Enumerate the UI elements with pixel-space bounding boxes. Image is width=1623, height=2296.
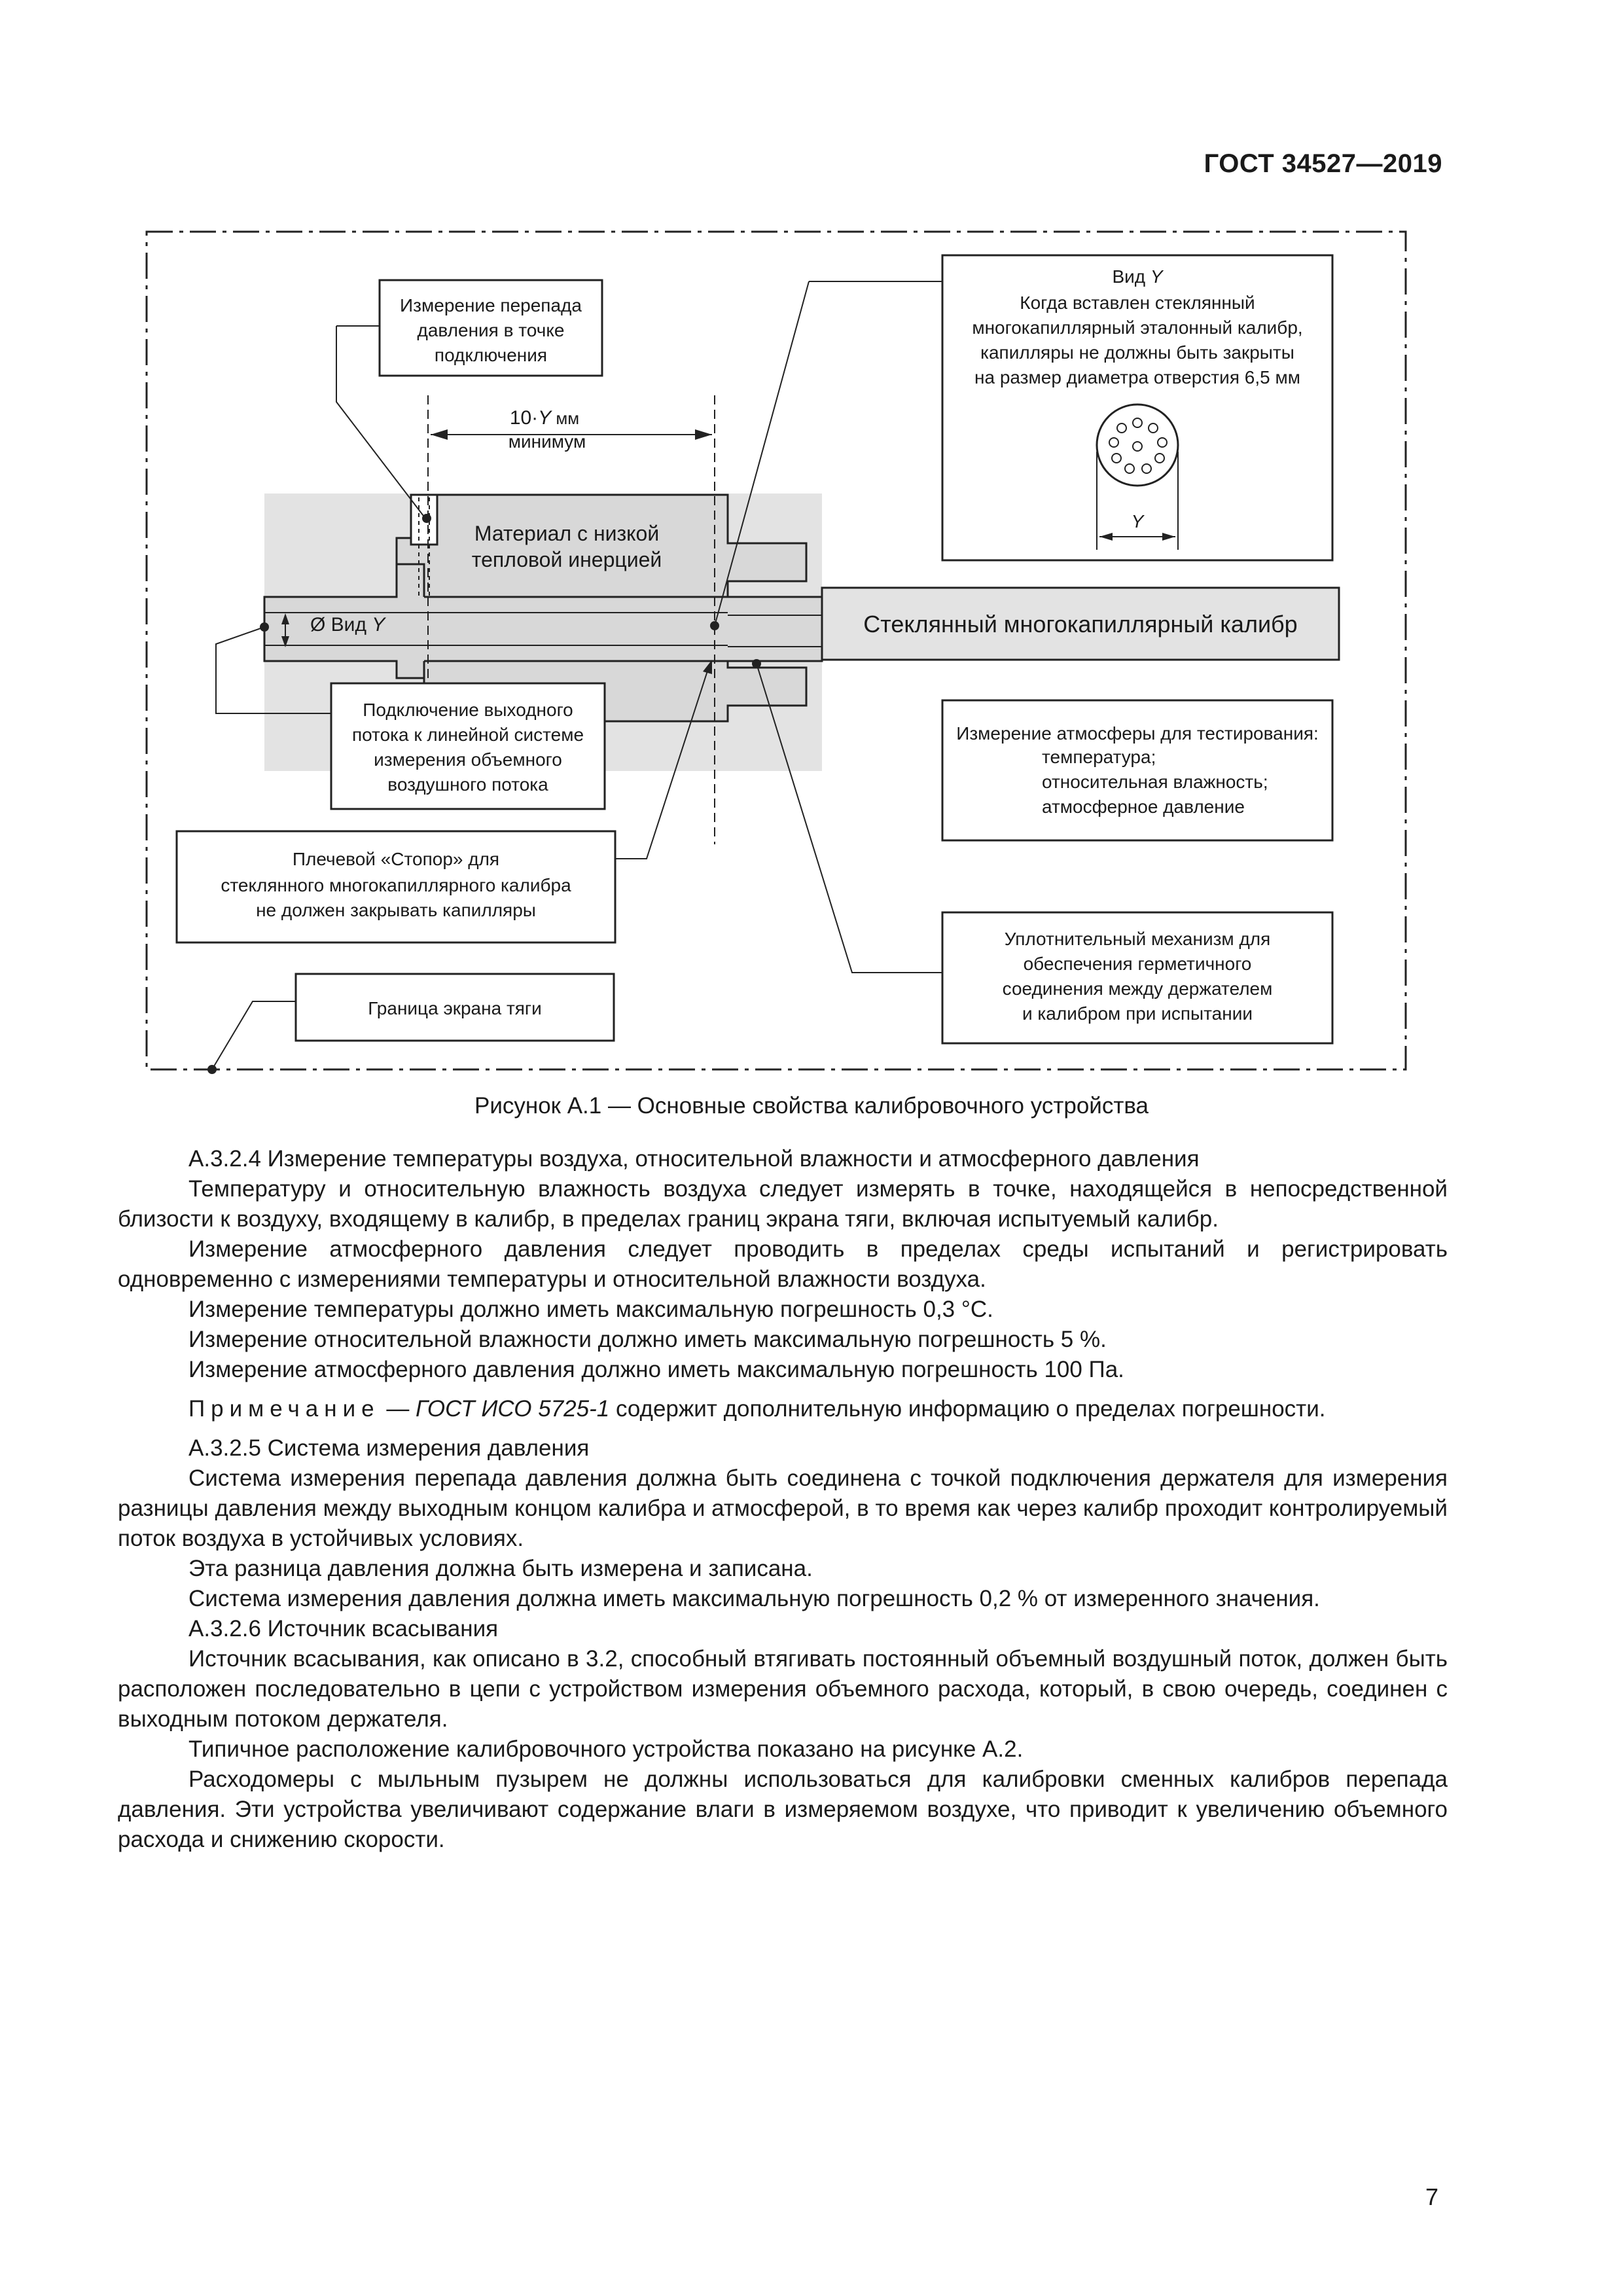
paragraph: Температуру и относительную влажность во…	[118, 1176, 1448, 1232]
view-y-line3: капилляры не должны быть закрыты	[980, 342, 1294, 363]
outlet-line1: Подключение выходного	[363, 700, 573, 720]
material-label-line2: тепловой инерцией	[472, 548, 662, 571]
paragraph: А.3.2.6 Источник всасывания	[188, 1616, 499, 1641]
box-shoulder-stopper	[175, 830, 616, 944]
box-pressure-line2: давления в точке	[418, 320, 565, 340]
note-dash: —	[380, 1396, 416, 1422]
note: Примечание — ГОСТ ИСО 5725-1 содержит до…	[118, 1394, 1448, 1424]
note-reference: ГОСТ ИСО 5725-1	[416, 1396, 610, 1422]
material-label-line1: Материал с низкой	[474, 522, 659, 545]
diameter-label: Ø Вид Y	[310, 614, 386, 636]
paragraph: Измерение атмосферного давления следует …	[118, 1236, 1448, 1292]
seal-line3: соединения между держателем	[1003, 978, 1273, 999]
view-y-arrow-left	[1099, 533, 1113, 541]
glass-calibrator-bar	[821, 586, 1340, 661]
box-boundary	[294, 973, 615, 1042]
view-y-arrow-right	[1162, 533, 1175, 541]
atmos-line1: Измерение атмосферы для тестирования:	[956, 723, 1319, 744]
box-pressure-line1: Измерение перепада	[400, 295, 582, 315]
paragraph: Расходомеры с мыльным пузырем не должны …	[118, 1767, 1448, 1852]
page-number: 7	[1425, 2183, 1438, 2210]
paragraph: Измерение относительной влажности должно…	[188, 1327, 1107, 1352]
paragraph: Типичное расположение калибровочного уст…	[188, 1736, 1024, 1762]
shoulder-leader	[615, 664, 710, 859]
view-y-line4: на размер диаметра отверстия 6,5 мм	[974, 367, 1300, 387]
seal-line2: обеспечения герметичного	[1024, 954, 1252, 974]
calibration-device-figure: Стеклянный многокапиллярный калибр 10·Y …	[145, 230, 1407, 1074]
paragraph: Измерение температуры должно иметь макси…	[188, 1297, 993, 1322]
figure-caption: Рисунок А.1 — Основные свойства калибров…	[474, 1093, 1149, 1119]
dim-arrowhead-left	[431, 429, 448, 440]
box-pressure-line3: подключения	[435, 345, 547, 365]
box-atmosphere	[941, 699, 1334, 842]
boundary-point	[207, 1065, 217, 1074]
dim-arrowhead-right	[695, 429, 712, 440]
atmos-line3: относительная влажность;	[1042, 772, 1268, 792]
view-y-title: Вид Y	[1112, 266, 1164, 287]
document-header: ГОСТ 34527—2019	[1204, 149, 1442, 178]
paragraph: Система измерения давления должна иметь …	[188, 1586, 1320, 1611]
box-seal-mechanism	[941, 911, 1334, 1045]
pressure-point	[422, 514, 431, 523]
seal-point	[752, 659, 761, 668]
paragraph: А.3.2.5 Система измерения давления	[188, 1435, 590, 1461]
shoulder-line3: не должен закрывать капилляры	[256, 900, 536, 920]
box-pressure-measurement	[378, 279, 603, 377]
material-step-upper	[397, 563, 425, 597]
view-y-line1: Когда вставлен стеклянный	[1020, 293, 1255, 313]
outlet-line3: измерения объемного	[374, 749, 562, 770]
dim-label-minimum: минимум	[508, 431, 586, 452]
note-text: содержит дополнительную информацию о пре…	[609, 1396, 1326, 1422]
paragraph: Измерение атмосферного давления должно и…	[188, 1357, 1124, 1382]
boundary-label: Граница экрана тяги	[368, 998, 542, 1018]
atmos-line4: атмосферное давление	[1042, 797, 1245, 817]
paragraph: Система измерения перепада давления долж…	[118, 1465, 1448, 1551]
paragraph: Источник всасывания, как описано в 3.2, …	[118, 1646, 1448, 1732]
atmos-line2: температура;	[1042, 747, 1156, 767]
pressure-leader	[336, 326, 426, 519]
fume-hood-boundary	[145, 230, 1407, 1071]
outlet-line2: потока к линейной системе	[352, 725, 584, 745]
inlet-leader	[215, 626, 331, 714]
shoulder-line1: Плечевой «Стопор» для	[293, 849, 499, 869]
view-y-point	[710, 621, 719, 630]
boundary-leader	[211, 1001, 296, 1070]
diameter-arrowhead-bottom	[281, 636, 289, 647]
dim-label: 10·Y мм	[510, 407, 579, 429]
outlet-line4: воздушного потока	[387, 774, 548, 795]
shoulder-line2: стеклянного многокапиллярного калибра	[221, 875, 571, 895]
paragraph: Эта разница давления должна быть измерен…	[188, 1556, 813, 1581]
paragraph: А.3.2.4 Измерение температуры воздуха, о…	[188, 1146, 1200, 1172]
capillary-holes	[1109, 418, 1168, 474]
seal-line1: Уплотнительный механизм для	[1005, 929, 1271, 949]
view-y-leader-diag	[714, 281, 810, 626]
note-label: Примечание	[188, 1396, 380, 1422]
view-y-line2: многокапиллярный эталонный калибр,	[972, 317, 1302, 338]
body-text: А.3.2.4 Измерение температуры воздуха, о…	[118, 1144, 1448, 1855]
seal-line4: и калибром при испытании	[1022, 1003, 1253, 1024]
seal-leader	[756, 663, 942, 973]
shoulder-arrowhead	[703, 660, 712, 674]
view-y-dim-label: Y	[1132, 511, 1145, 531]
diameter-arrowhead-top	[281, 613, 289, 624]
glass-calibrator-label: Стеклянный многокапиллярный калибр	[863, 611, 1297, 637]
box-outlet-connection	[330, 682, 606, 810]
